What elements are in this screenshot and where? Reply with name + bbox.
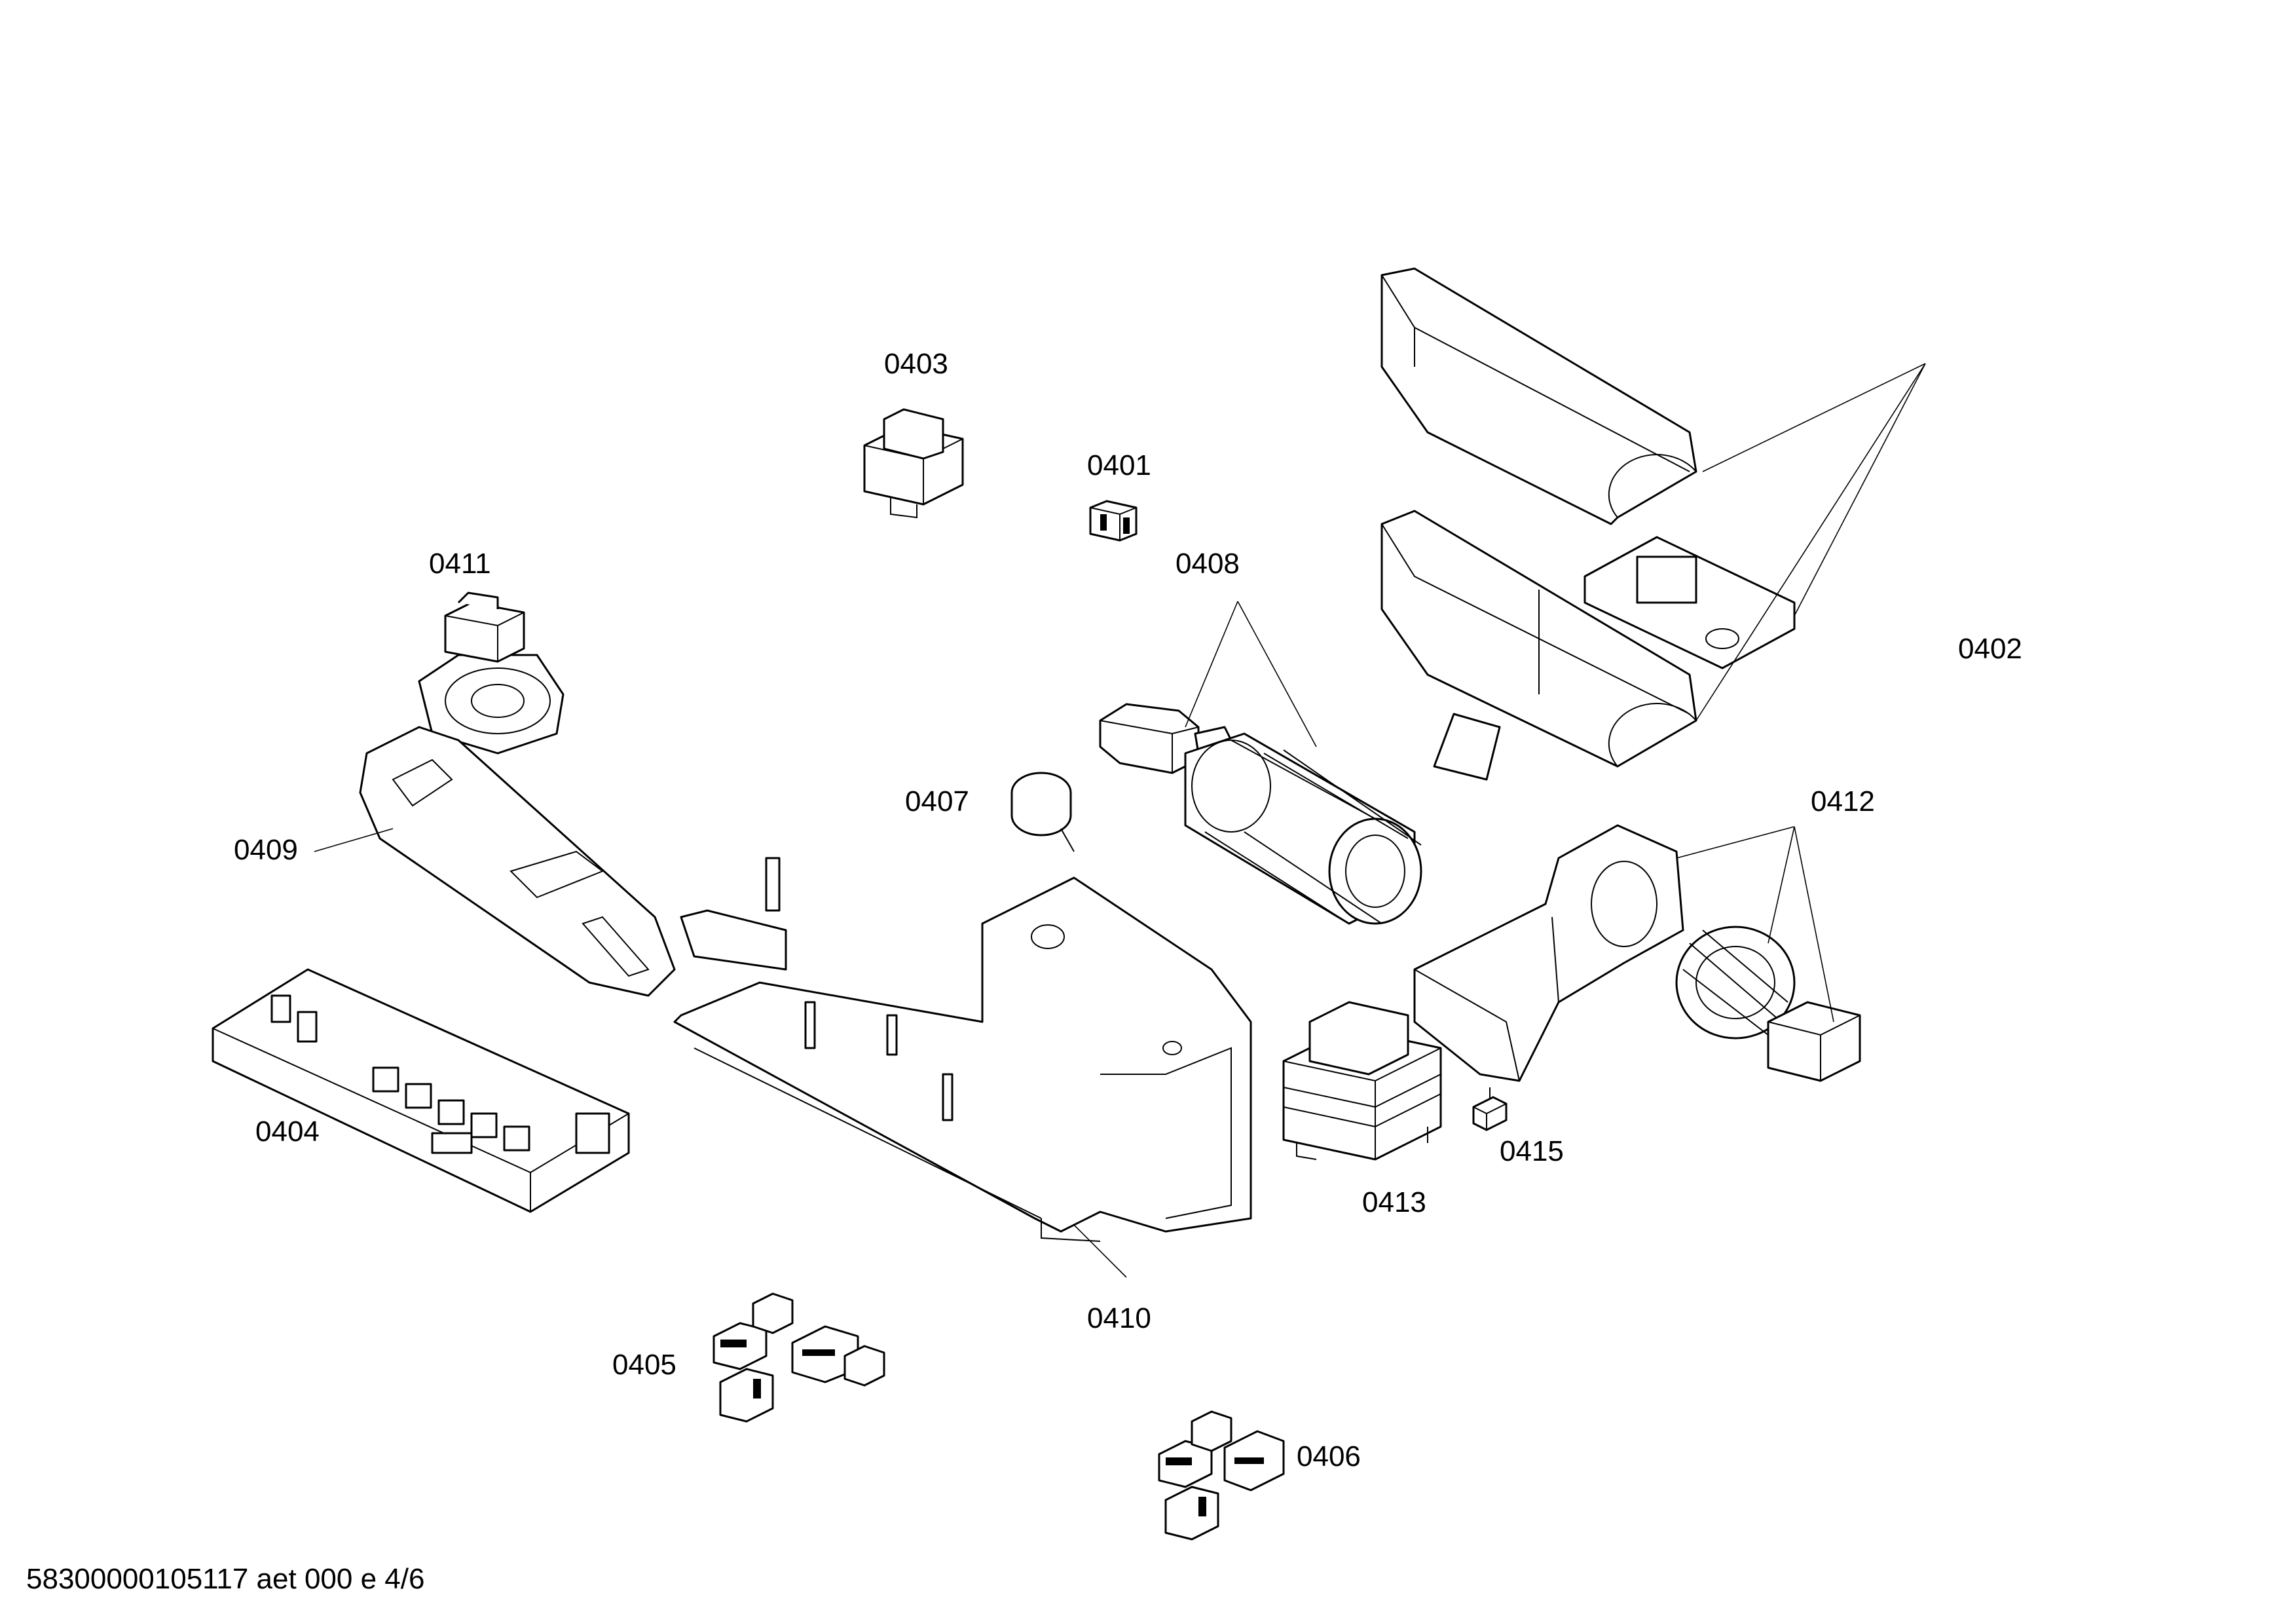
part-0412-blower (1413, 824, 1861, 1082)
part-label-0411: 0411 (429, 548, 491, 580)
part-label-0408: 0408 (1176, 548, 1240, 580)
part-label-0404: 0404 (255, 1116, 320, 1148)
part-0403-transformer (863, 408, 964, 519)
part-label-0401: 0401 (1087, 449, 1151, 481)
part-label-0405: 0405 (612, 1349, 676, 1381)
part-label-0407: 0407 (905, 785, 969, 817)
leader-lines (314, 363, 1926, 1278)
part-0402-housing-group (1380, 267, 1796, 781)
part-label-0410: 0410 (1087, 1302, 1151, 1334)
part-0413-transformer (1282, 1001, 1442, 1161)
part-0405-switches (713, 1292, 885, 1423)
part-0415-clip (1472, 1087, 1508, 1131)
part-label-0415: 0415 (1500, 1135, 1564, 1167)
part-0410-base-frame (673, 857, 1252, 1242)
part-label-0402: 0402 (1958, 633, 2022, 665)
part-label-0403: 0403 (884, 348, 948, 380)
part-label-0413: 0413 (1362, 1186, 1426, 1218)
part-label-0406: 0406 (1297, 1440, 1361, 1473)
part-0409-air-duct (359, 726, 676, 997)
part-0406-switches (1158, 1410, 1285, 1541)
part-label-0412: 0412 (1811, 785, 1875, 817)
part-0408-motor-and-fan (1099, 703, 1422, 925)
part-label-0409: 0409 (234, 834, 298, 866)
part-0411-fan-motor (418, 591, 565, 755)
part-0407-thermostat (1010, 772, 1075, 852)
part-0401-relay (1089, 500, 1138, 542)
part-0404-circuit-board (212, 968, 630, 1213)
document-footer: 58300000105117 aet 000 e 4/6 (26, 1563, 424, 1595)
